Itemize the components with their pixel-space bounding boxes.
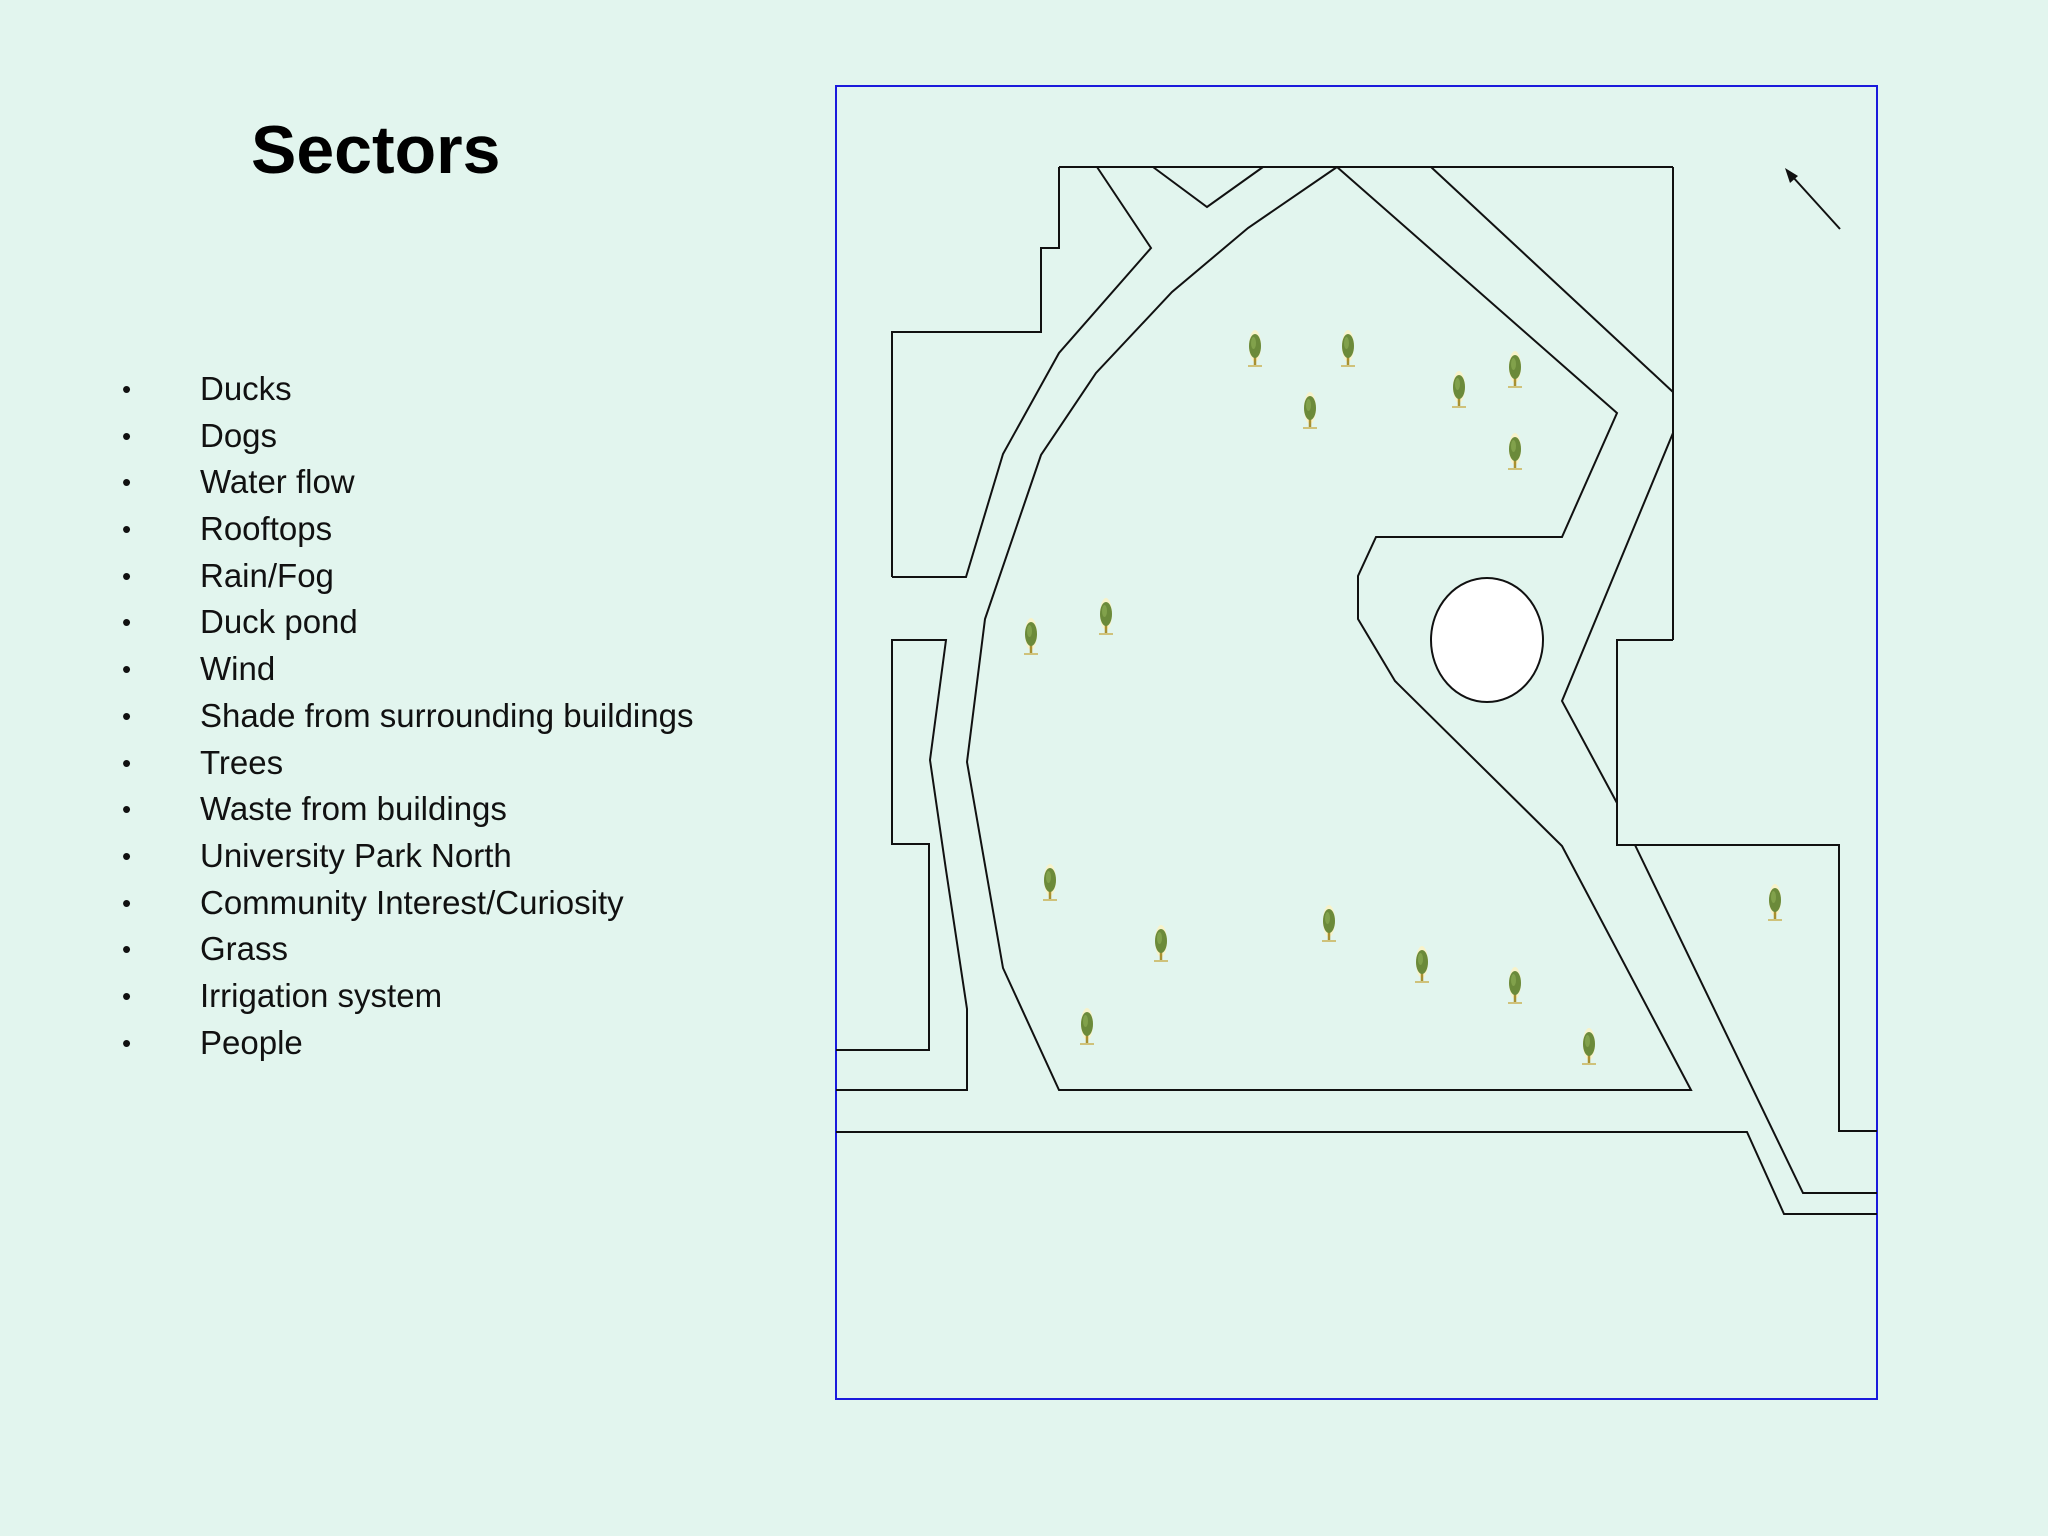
- northeast-path: [1430, 166, 1674, 393]
- tree-icon: [1580, 1026, 1598, 1066]
- sector-label: Rooftops: [200, 510, 333, 548]
- page-title: Sectors: [251, 112, 501, 188]
- tree-icon: [1246, 328, 1264, 368]
- tree-icon: [1506, 349, 1524, 389]
- south-road: [836, 1131, 1877, 1215]
- tree-icon: [1450, 369, 1468, 409]
- tree-icon: [1413, 944, 1431, 984]
- tree-icon: [1506, 965, 1524, 1005]
- tree-icon: [1152, 923, 1170, 963]
- top-notch: [1152, 166, 1264, 209]
- sector-label: University Park North: [200, 836, 512, 874]
- bullet-icon: •: [122, 374, 132, 404]
- sector-label: Waste from buildings: [200, 790, 507, 828]
- sector-label: Water flow: [200, 463, 355, 501]
- sector-label: Duck pond: [200, 603, 358, 641]
- bullet-icon: •: [122, 747, 132, 778]
- bullet-icon: •: [122, 607, 132, 638]
- pond-icon: [1430, 577, 1544, 703]
- bullet-icon: •: [122, 420, 132, 451]
- building-notch: [891, 167, 1060, 577]
- bullet-icon: •: [122, 654, 132, 685]
- east-building-outline: [1616, 639, 1877, 1132]
- tree-icon: [1339, 328, 1357, 368]
- map-frame: [835, 85, 1878, 1400]
- sector-label: Wind: [200, 650, 276, 688]
- tree-icon: [1097, 596, 1115, 636]
- tree-icon: [1041, 862, 1059, 902]
- sector-label: Grass: [200, 930, 289, 968]
- bullet-icon: •: [122, 934, 132, 965]
- north-arrow-icon: [1785, 168, 1841, 230]
- sector-label: Community Interest/Curiosity: [200, 883, 624, 921]
- tree-icon: [1506, 431, 1524, 471]
- tree-icon: [1320, 903, 1338, 943]
- west-path-upper: [892, 166, 1153, 578]
- bullet-icon: •: [122, 514, 132, 545]
- bullet-icon: •: [122, 794, 132, 825]
- bullet-icon: •: [122, 887, 132, 918]
- tree-icon: [1078, 1006, 1096, 1046]
- bullet-icon: •: [122, 1027, 132, 1058]
- bullet-icon: •: [122, 840, 132, 871]
- bullet-icon: •: [122, 980, 132, 1011]
- sector-label: Shade from surrounding buildings: [200, 696, 694, 734]
- sector-label: Dogs: [200, 416, 278, 454]
- sector-label: People: [200, 1023, 303, 1061]
- bullet-icon: •: [122, 700, 132, 731]
- tree-icon: [1766, 882, 1784, 922]
- bullet-icon: •: [122, 467, 132, 498]
- bullet-icon: •: [122, 560, 132, 591]
- tree-icon: [1022, 616, 1040, 656]
- sector-label: Irrigation system: [200, 976, 443, 1014]
- trees-group: [1022, 328, 1784, 1066]
- sector-label: Ducks: [200, 370, 292, 407]
- sector-label: Trees: [200, 743, 284, 781]
- west-building-outline: [836, 639, 968, 1091]
- southeast-path: [1634, 844, 1877, 1194]
- tree-icon: [1301, 390, 1319, 430]
- sector-label: Rain/Fog: [200, 556, 334, 594]
- east-path: [1560, 432, 1674, 804]
- central-lawn-outline: [965, 166, 1693, 1091]
